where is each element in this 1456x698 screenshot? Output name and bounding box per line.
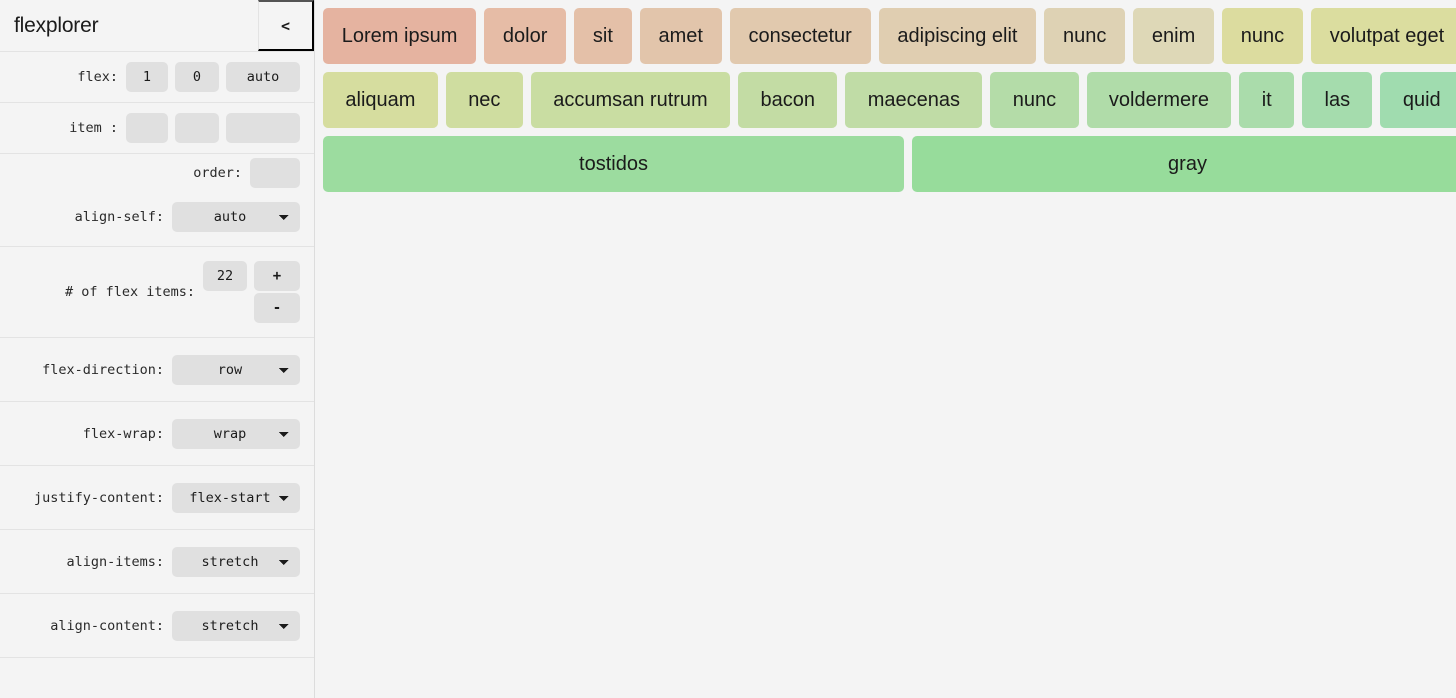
flex-direction-select[interactable]: row bbox=[172, 354, 300, 385]
increment-button[interactable]: + bbox=[254, 261, 300, 291]
flex-item[interactable]: sit bbox=[574, 8, 632, 64]
order-label: order: bbox=[193, 165, 242, 181]
flex-item[interactable]: it bbox=[1239, 72, 1295, 128]
item-controls bbox=[126, 113, 300, 143]
flex-item[interactable]: amet bbox=[639, 8, 722, 64]
flex-item[interactable]: Lorem ipsum bbox=[323, 8, 477, 64]
flex-item[interactable]: gray bbox=[912, 136, 1456, 192]
flex-wrap-label: flex-wrap: bbox=[82, 425, 164, 442]
align-content-select[interactable]: stretch bbox=[172, 610, 300, 641]
sidebar-header: flexplorer < bbox=[0, 0, 314, 52]
align-items-label: align-items: bbox=[66, 553, 164, 570]
flex-item[interactable]: consectetur bbox=[729, 8, 871, 64]
align-items-controls: stretch bbox=[172, 546, 300, 577]
flex-item[interactable]: voldermere bbox=[1086, 72, 1232, 128]
app-title: flexplorer bbox=[14, 13, 99, 37]
row-order: order: bbox=[0, 154, 314, 198]
flex-item[interactable]: bacon bbox=[738, 72, 838, 128]
item-count-label: # of flex items: bbox=[64, 284, 195, 300]
flex-grow-input[interactable] bbox=[126, 62, 168, 92]
flex-item[interactable]: nunc bbox=[1044, 8, 1126, 64]
item-label: item : bbox=[69, 120, 118, 136]
flex-item[interactable]: accumsan rutrum bbox=[530, 72, 731, 128]
decrement-button[interactable]: - bbox=[254, 293, 300, 323]
flex-item[interactable]: nunc bbox=[1222, 8, 1303, 64]
item-count-input[interactable] bbox=[203, 261, 247, 291]
justify-content-controls: flex-start bbox=[172, 482, 300, 513]
flex-item[interactable]: aliquam bbox=[323, 72, 438, 128]
justify-content-label: justify-content: bbox=[33, 489, 164, 506]
row-flex-wrap: flex-wrap: wrap bbox=[0, 402, 314, 466]
flex-item[interactable]: dolor bbox=[484, 8, 567, 64]
flex-wrap-controls: wrap bbox=[172, 418, 300, 449]
row-item-count: # of flex items: + - bbox=[0, 247, 314, 338]
order-controls bbox=[250, 158, 300, 188]
row-flex-shorthand: flex: bbox=[0, 52, 314, 103]
settings-sidebar: flexplorer < flex: item : order: bbox=[0, 0, 315, 698]
row-justify-content: justify-content: flex-start bbox=[0, 466, 314, 530]
item-basis-input[interactable] bbox=[226, 113, 300, 143]
flex-item[interactable]: volutpat eget bbox=[1310, 8, 1456, 64]
order-input[interactable] bbox=[250, 158, 300, 188]
row-item-flex: item : bbox=[0, 103, 314, 154]
flex-controls bbox=[126, 62, 300, 92]
flex-item[interactable]: quid bbox=[1380, 72, 1456, 128]
align-self-select[interactable]: auto bbox=[172, 202, 300, 232]
align-content-label: align-content: bbox=[50, 617, 164, 634]
flex-item[interactable]: nec bbox=[445, 72, 523, 128]
flex-shrink-input[interactable] bbox=[175, 62, 219, 92]
item-count-stepper: + - bbox=[254, 261, 300, 323]
row-align-self: align-self: auto bbox=[0, 198, 314, 247]
row-flex-direction: flex-direction: row bbox=[0, 338, 314, 402]
flex-label: flex: bbox=[77, 69, 118, 85]
flex-basis-input[interactable] bbox=[226, 62, 300, 92]
item-grow-input[interactable] bbox=[126, 113, 168, 143]
flex-item[interactable]: adipiscing elit bbox=[878, 8, 1037, 64]
align-self-label: align-self: bbox=[74, 209, 164, 225]
flex-item[interactable]: enim bbox=[1133, 8, 1215, 64]
align-items-select[interactable]: stretch bbox=[172, 546, 300, 577]
justify-content-select[interactable]: flex-start bbox=[172, 482, 300, 513]
flex-direction-label: flex-direction: bbox=[42, 361, 164, 378]
row-align-content: align-content: stretch bbox=[0, 594, 314, 658]
flex-item[interactable]: maecenas bbox=[845, 72, 983, 128]
row-align-items: align-items: stretch bbox=[0, 530, 314, 594]
flex-item[interactable]: nunc bbox=[990, 72, 1079, 128]
flex-direction-controls: row bbox=[172, 354, 300, 385]
flex-item[interactable]: las bbox=[1302, 72, 1373, 128]
chevron-left-icon[interactable]: < bbox=[258, 0, 314, 51]
align-content-controls: stretch bbox=[172, 610, 300, 641]
align-self-controls: auto bbox=[172, 202, 300, 232]
flex-wrap-select[interactable]: wrap bbox=[172, 418, 300, 449]
item-shrink-input[interactable] bbox=[175, 113, 219, 143]
flex-item[interactable]: tostidos bbox=[323, 136, 905, 192]
item-count-controls: + - bbox=[203, 261, 300, 323]
